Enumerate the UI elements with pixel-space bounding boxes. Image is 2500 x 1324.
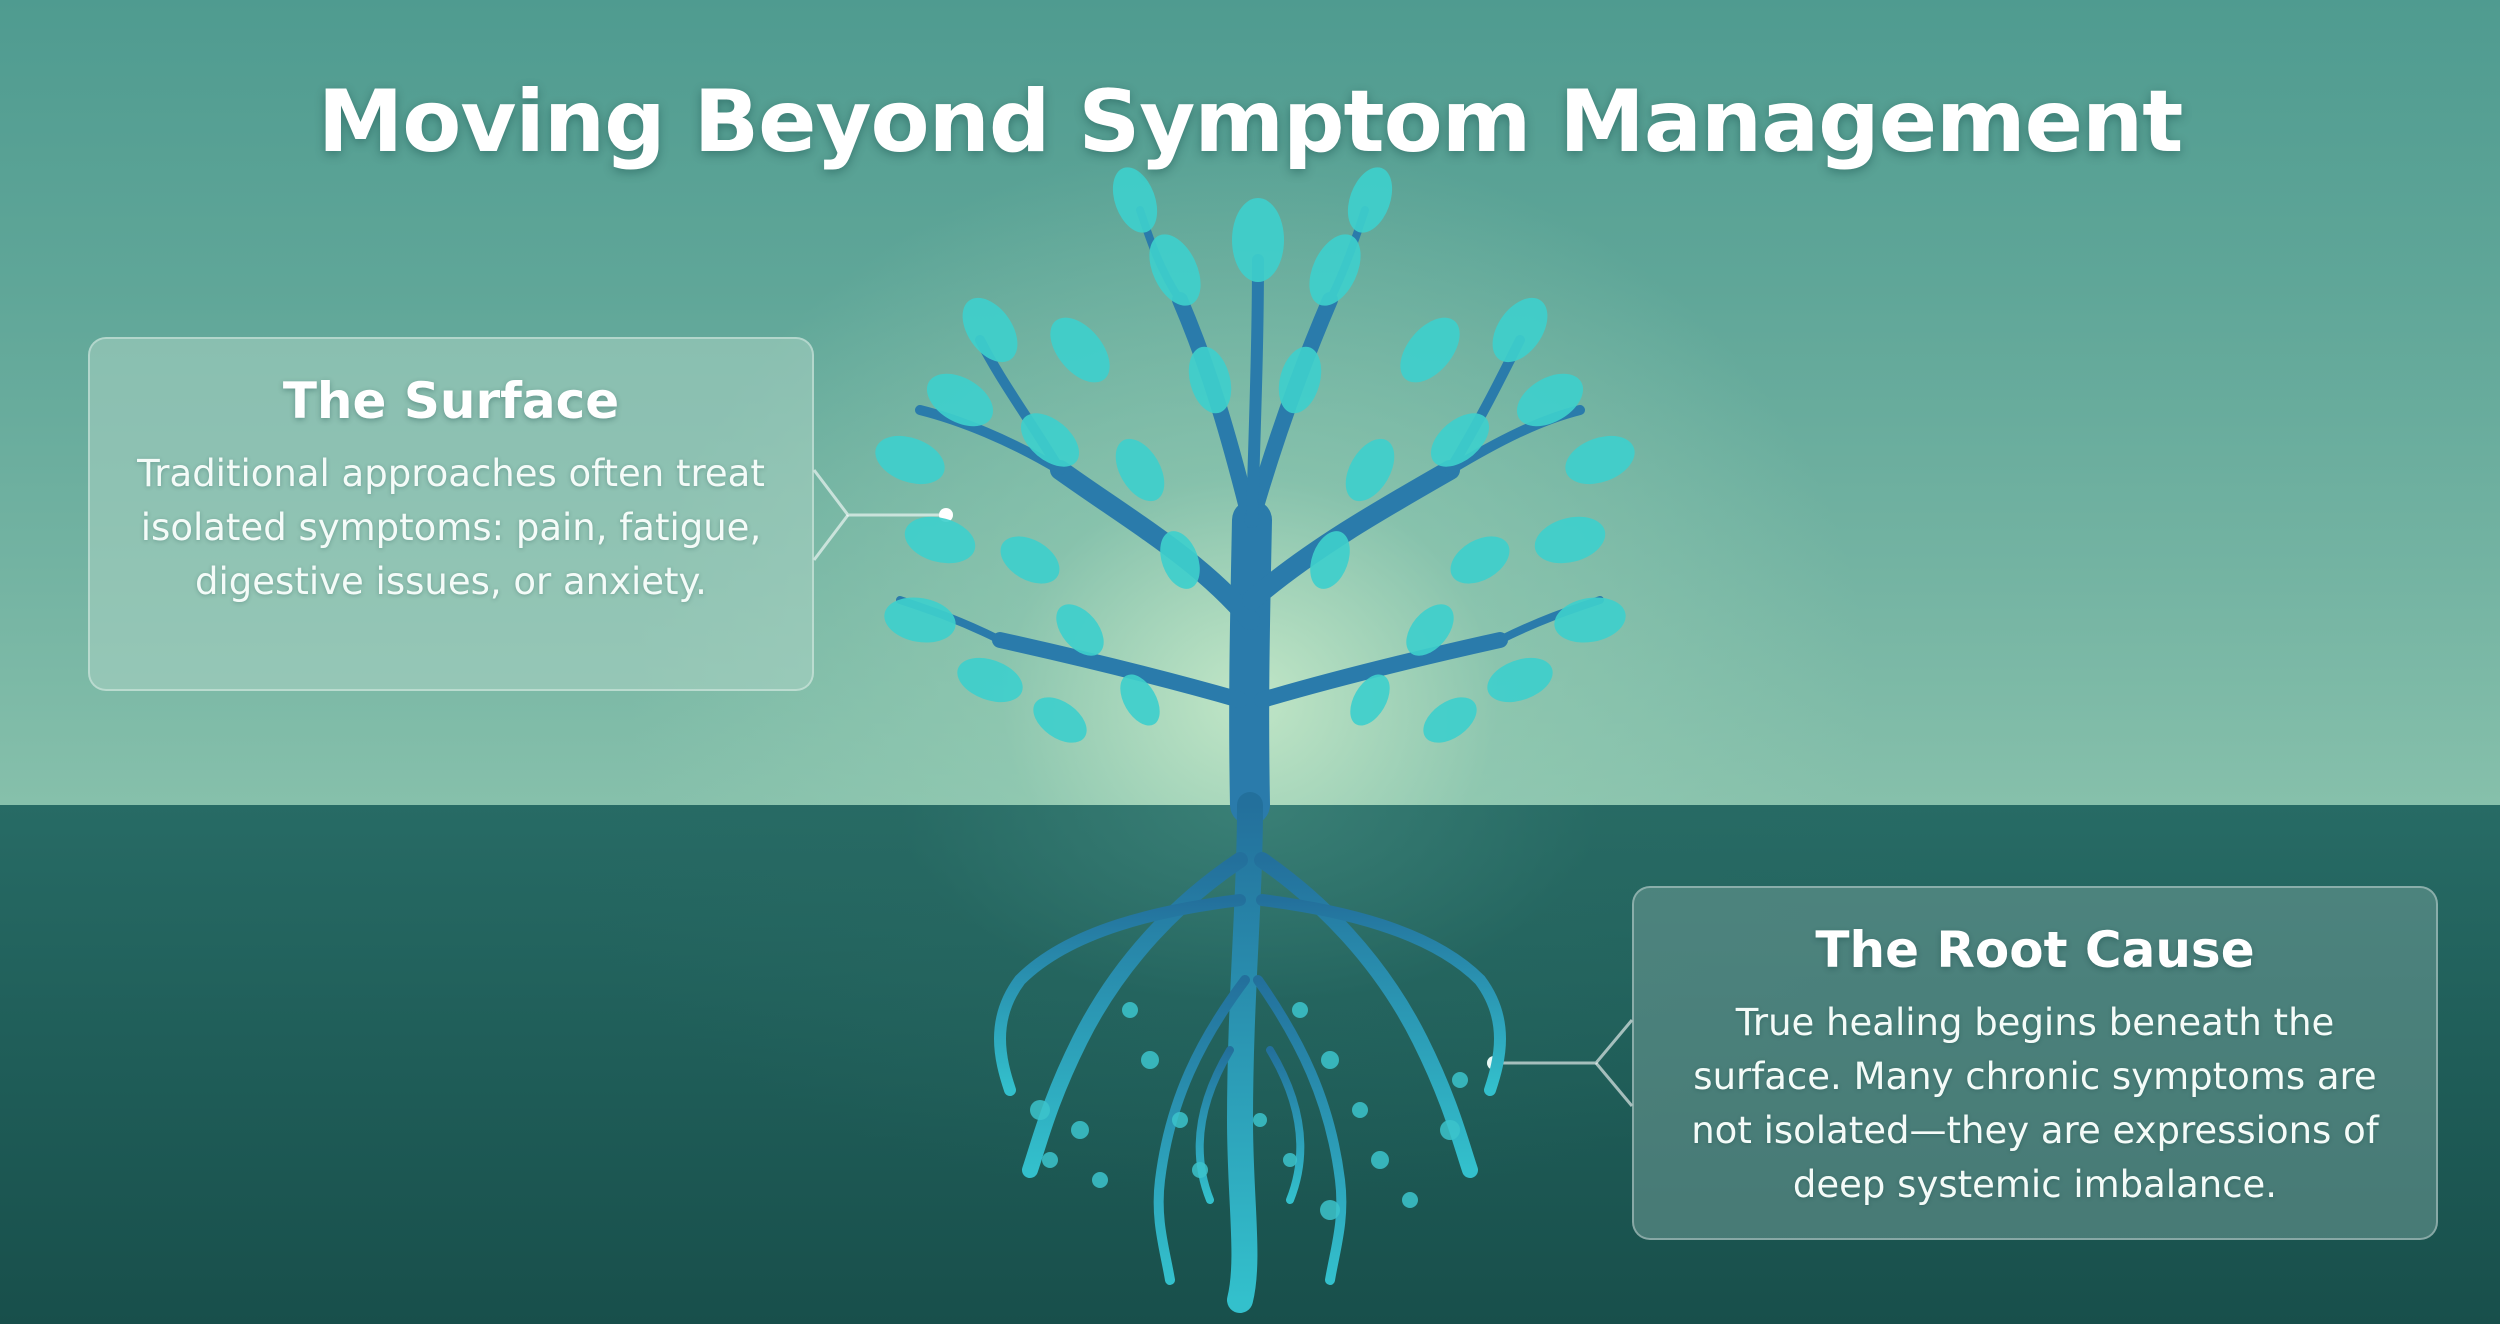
root-cause-body: True healing begins beneath the surface.… (1691, 1001, 2379, 1206)
page-title: Moving Beyond Symptom Management (317, 72, 2184, 172)
tree-branches (896, 206, 1604, 825)
surface-card: The Surface Traditional approaches often… (88, 337, 814, 691)
root-connector (1487, 1019, 1634, 1107)
surface-body: Traditional approaches often treat isola… (137, 452, 765, 603)
root-cause-card: The Root Cause True healing begins benea… (1632, 886, 2438, 1240)
root-dots (1030, 1002, 1468, 1220)
surface-heading: The Surface (282, 372, 620, 430)
tree-roots (994, 792, 1506, 1313)
root-cause-heading: The Root Cause (1815, 921, 2255, 979)
tree-leaves (875, 167, 1635, 743)
